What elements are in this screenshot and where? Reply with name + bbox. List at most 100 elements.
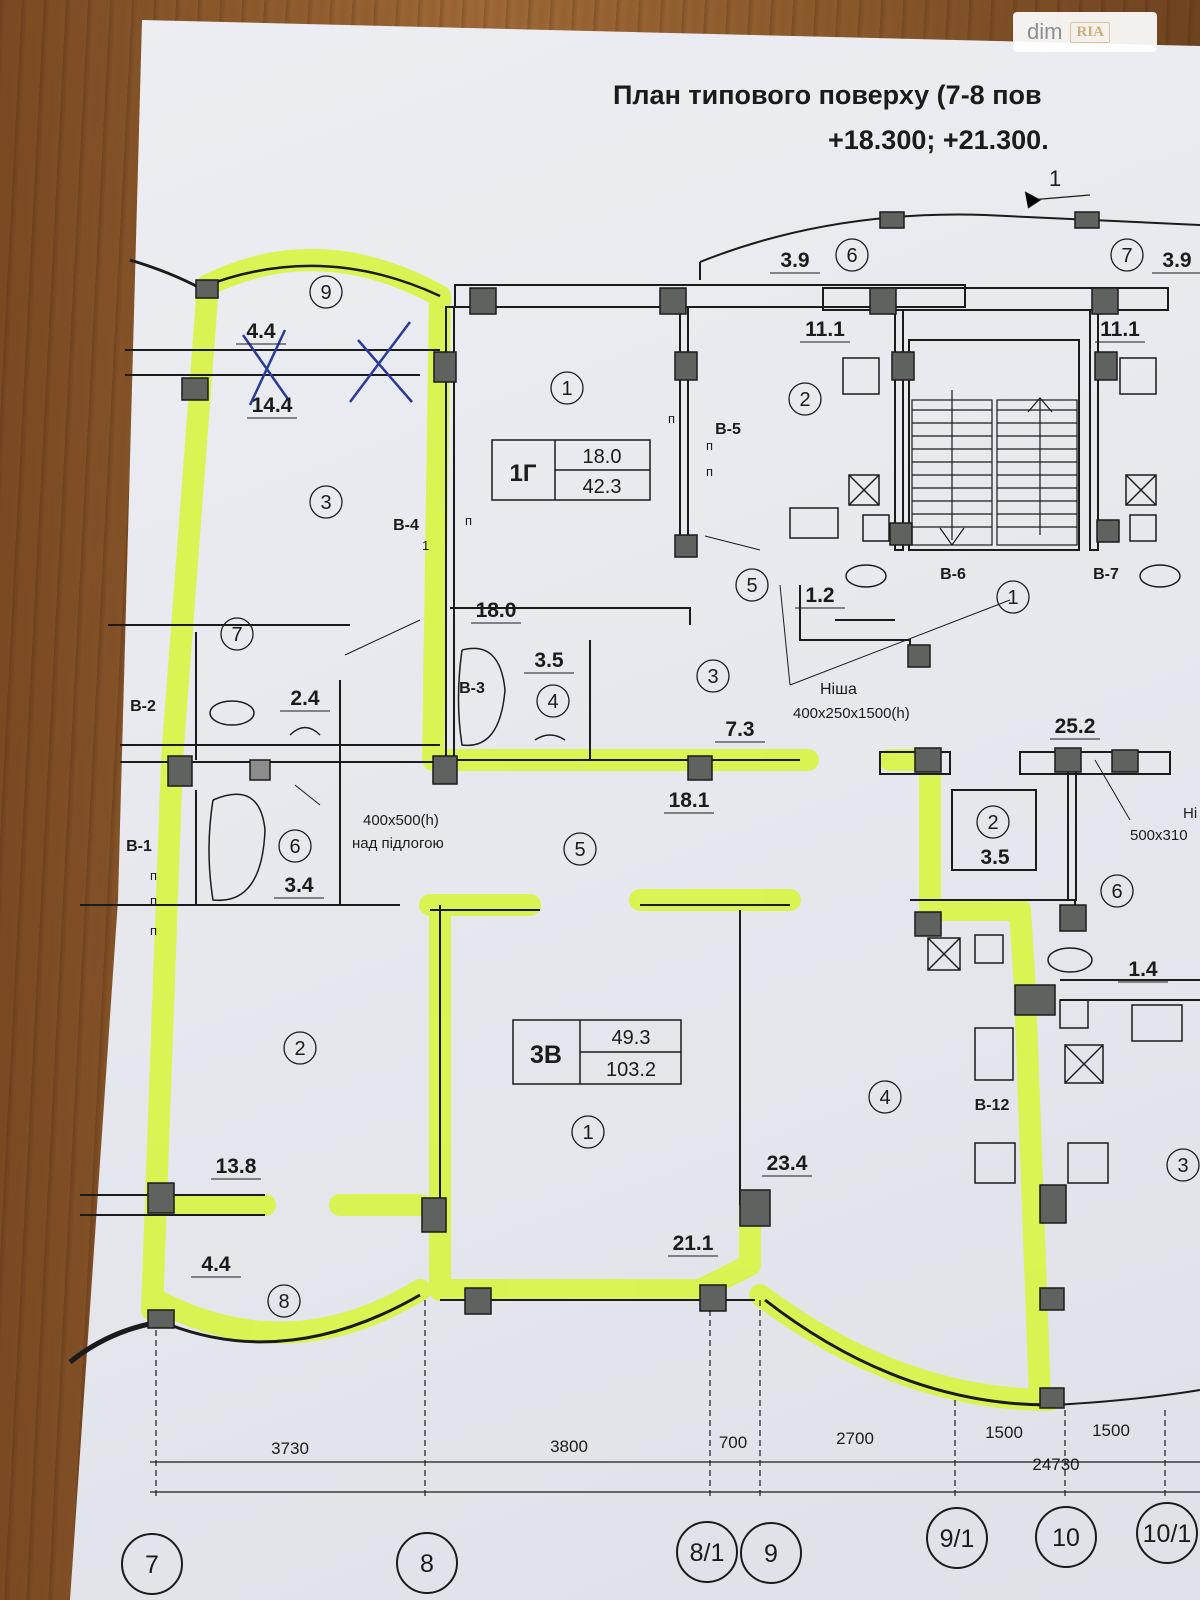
axis-label: 10	[1052, 1524, 1080, 1552]
shaft-label: В-2	[130, 698, 156, 715]
pen-cross-marks	[241, 321, 413, 406]
room-number-text: 9	[320, 282, 331, 304]
axis-label: 9/1	[940, 1525, 975, 1553]
room-number: 7	[1110, 238, 1144, 272]
niche-label: Ніша	[820, 681, 857, 698]
room-area: 2.4	[290, 687, 320, 710]
room-number: 2	[283, 1031, 317, 1065]
niche-size: 400x250x1500(h)	[793, 705, 910, 722]
shaft-mark: п	[706, 464, 713, 479]
opening-note: над підлогою	[352, 835, 444, 852]
apartment-living-area: 49.3	[612, 1027, 651, 1049]
room-number: 4	[536, 684, 570, 718]
room-number-text: 3	[320, 492, 331, 514]
plan-title: План типового поверху (7-8 пов	[613, 80, 1042, 110]
column-blocks	[147, 211, 1139, 1409]
stove-icon	[842, 357, 880, 395]
room-number: 4	[868, 1080, 902, 1114]
room-number-text: 3	[707, 666, 718, 688]
shaft-mark: п	[668, 411, 675, 426]
room-number-text: 6	[289, 836, 300, 858]
stove-icon	[1067, 1142, 1109, 1184]
niche-label-2: Ні	[1183, 805, 1197, 822]
dimension-value: 700	[719, 1433, 747, 1452]
room-number-text: 5	[574, 839, 585, 861]
dimension-value: 1500	[1092, 1421, 1130, 1440]
room-area: 18.1	[669, 789, 710, 812]
room-area: 3.9	[1162, 249, 1191, 272]
axis-marker: 9	[740, 1522, 802, 1584]
room-number: 8	[267, 1284, 301, 1318]
apartment-label-1g: 1Г 18.0 42.3	[491, 439, 651, 501]
apartment-label-3v: 3В 49.3 103.2	[512, 1019, 682, 1085]
shaft-mark: п	[706, 438, 713, 453]
room-number: 1	[996, 580, 1030, 614]
dimension-lines	[150, 191, 1200, 1500]
room-number-text: 4	[547, 691, 558, 713]
opening-size: 400x500(h)	[363, 812, 439, 829]
site-watermark: dim RIA	[1013, 12, 1157, 52]
plan-elevations: +18.300; +21.300.	[828, 125, 1049, 155]
leader-lines	[294, 535, 1131, 821]
fixtures	[208, 357, 1183, 1184]
bathtub-icon	[208, 793, 266, 901]
shaft-mark: п	[150, 868, 157, 883]
room-area: 4.4	[201, 1253, 231, 1276]
dimension-value: 24730	[1032, 1455, 1079, 1474]
dimension-value: 2700	[836, 1429, 874, 1448]
room-number: 1	[571, 1115, 605, 1149]
room-number-text: 2	[294, 1038, 305, 1060]
fridge-icon	[927, 937, 961, 971]
axis-marker: 7	[121, 1533, 183, 1595]
shaft-label: В-1	[126, 838, 152, 855]
boiler-icon	[1129, 514, 1157, 542]
axis-marker: 8/1	[676, 1521, 738, 1583]
room-number: 2	[788, 382, 822, 416]
toilet-icon	[1139, 564, 1181, 588]
shaft-label: В-5	[715, 421, 741, 438]
apartment-code: 3В	[530, 1041, 562, 1069]
toilet-icon	[845, 564, 887, 588]
room-area: 4.4	[246, 320, 276, 343]
sink-icon	[289, 726, 321, 736]
room-number-text: 1	[1007, 587, 1018, 609]
toilet-icon	[209, 700, 255, 726]
room-area: 3.5	[980, 846, 1010, 869]
apartment-code: 1Г	[510, 460, 537, 487]
niche-size-2: 500x310	[1130, 827, 1188, 844]
room-number-text: 6	[1111, 881, 1122, 903]
room-number-text: 2	[799, 389, 810, 411]
room-number: 3	[1166, 1148, 1200, 1182]
shaft-mark: п	[150, 923, 157, 938]
room-number-text: 7	[231, 624, 242, 646]
bathtub-icon	[457, 647, 506, 747]
room-number: 6	[835, 238, 869, 272]
room-area: 1.2	[805, 584, 834, 607]
axis-marker: 8	[396, 1532, 458, 1594]
room-number: 5	[563, 832, 597, 866]
axis-label: 10/1	[1143, 1520, 1192, 1548]
dimension-value: 1500	[985, 1423, 1023, 1442]
sink-icon	[534, 734, 566, 741]
room-area: 7.3	[725, 718, 754, 741]
room-number: 6	[278, 829, 312, 863]
room-area: 25.2	[1055, 715, 1096, 738]
room-number: 6	[1100, 874, 1134, 908]
shaft-mark: 1	[422, 538, 429, 553]
shaft-label: В-3	[459, 680, 485, 697]
room-number-text: 8	[278, 1291, 289, 1313]
apartment-total-area: 103.2	[606, 1059, 656, 1081]
dimension-value: 3800	[550, 1437, 588, 1456]
shaft-label: В-7	[1093, 566, 1119, 583]
room-area: 13.8	[216, 1155, 257, 1178]
axis-label: 7	[145, 1551, 159, 1579]
fridge-icon	[1125, 474, 1157, 506]
watermark-dim: dim	[1027, 19, 1063, 44]
